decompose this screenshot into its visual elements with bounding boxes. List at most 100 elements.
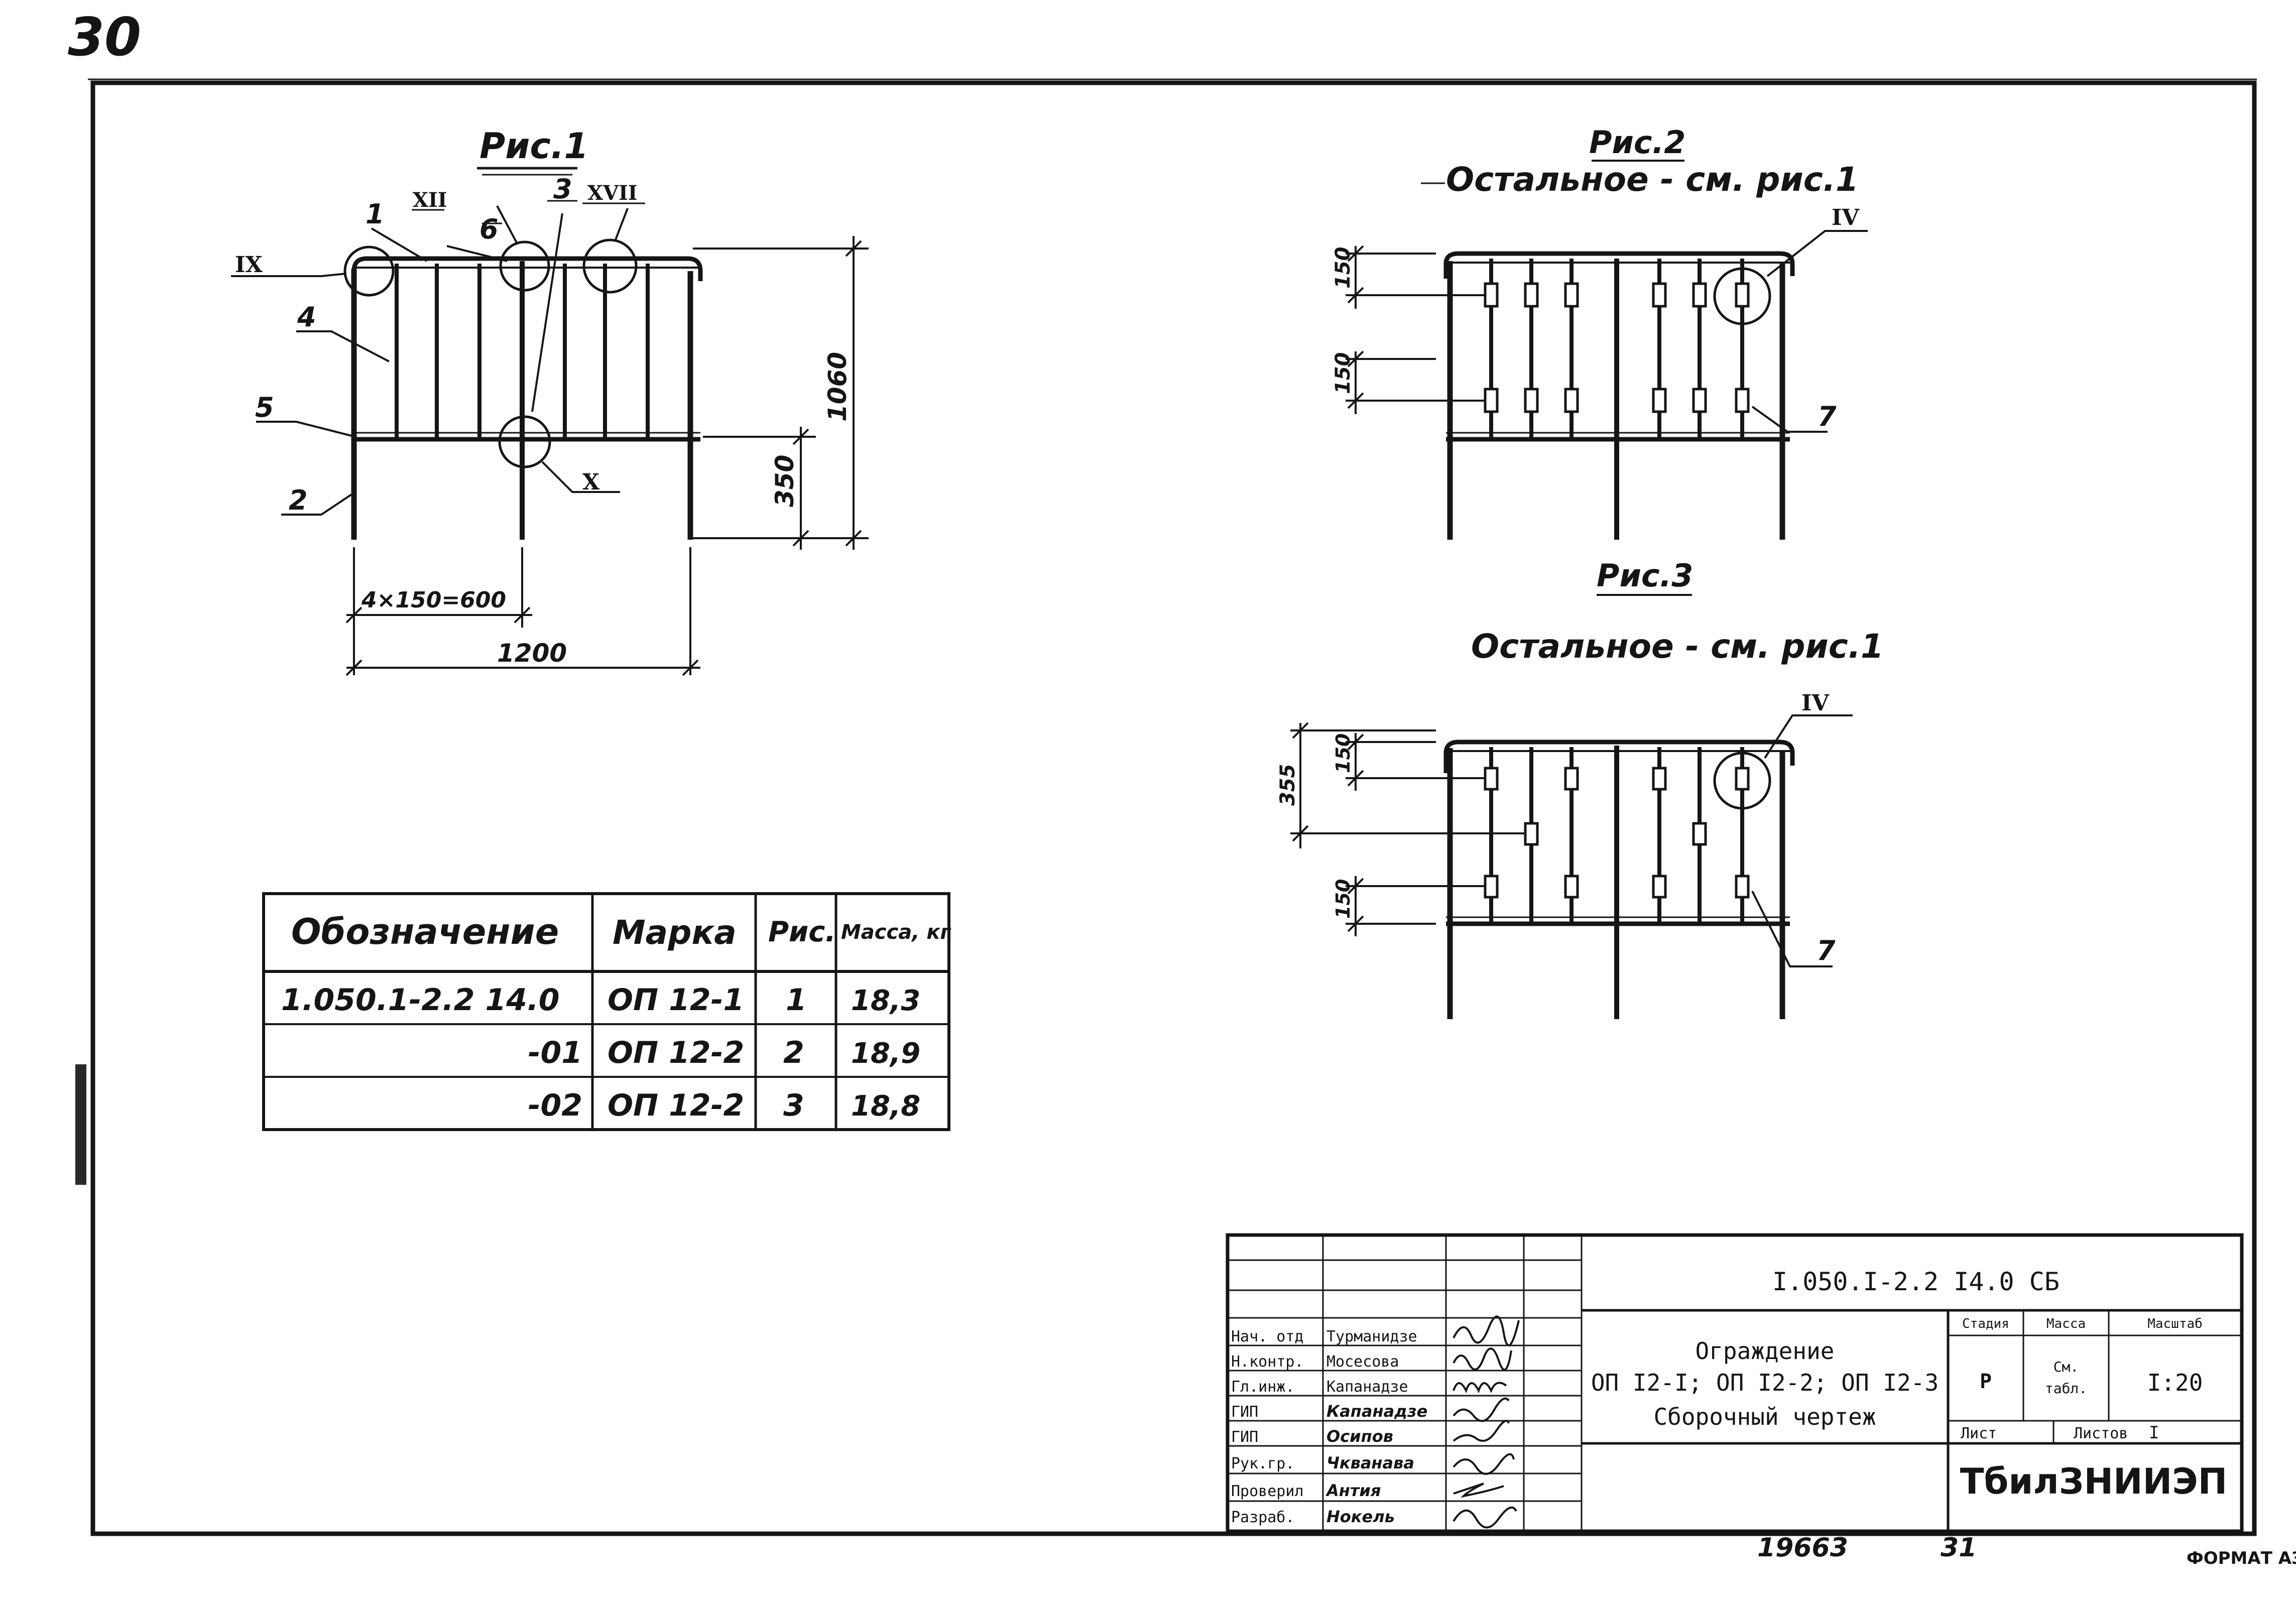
- fig2-label-iv: IV: [1832, 205, 1860, 230]
- title-block: I.050.I-2.2 I4.0 СБ Ограждение ОП I2-I; …: [1226, 1233, 2244, 1533]
- binding-strip: [75, 1064, 86, 1185]
- fig3-dim-bottom-text: 150: [1332, 879, 1354, 919]
- title-role-3: Гл.инж.: [1231, 1378, 1294, 1396]
- figure-1: Рис.1: [231, 126, 869, 676]
- title-sheets-value: I: [2149, 1423, 2159, 1443]
- fig2-handrail: [1443, 251, 1795, 279]
- fig1-dim-width: [345, 659, 700, 676]
- spec-header-mark: Марка: [613, 913, 737, 952]
- page-number: 30: [68, 7, 141, 68]
- spec-row-3-designation: -02: [528, 1088, 582, 1123]
- title-mass-line1: См.: [2053, 1359, 2079, 1375]
- fig1-label-4: 4: [297, 301, 316, 333]
- fig1-label-xii: XII: [413, 188, 447, 212]
- title-name-3: Капанадзе: [1326, 1378, 1408, 1396]
- fig2-connectors: [1484, 282, 1750, 413]
- spec-row-1-fig: 1: [786, 982, 807, 1018]
- fig2-dim-top-text: 150: [1332, 247, 1355, 289]
- title-doc-code: I.050.I-2.2 I4.0 СБ: [1772, 1267, 2060, 1296]
- title-sheets-label: Листов: [2074, 1425, 2128, 1442]
- title-stage: Р: [1980, 1370, 1992, 1393]
- title-role-6: Рук.гр.: [1231, 1455, 1294, 1472]
- fig2-label-7: 7: [1818, 401, 1837, 432]
- title-sheet-label: Лист: [1961, 1425, 1997, 1442]
- fig1-dim-lower-text: 350: [770, 455, 799, 507]
- title-name-line2: ОП I2-I; ОП I2-2; ОП I2-3: [1591, 1369, 1939, 1396]
- spec-header-mass: Масса, кг: [841, 921, 951, 944]
- spec-header-designation: Обозначение: [291, 911, 559, 952]
- fig1-dim-lower: [703, 427, 816, 550]
- fig2-title: Рис.2: [1589, 124, 1685, 161]
- fig3-label-7: 7: [1817, 935, 1836, 966]
- spec-row-1-designation: 1.050.1-2.2 14.0: [281, 982, 559, 1018]
- fig3-handrail: [1443, 740, 1795, 773]
- fig3-label-iv: IV: [1801, 690, 1830, 716]
- fig1-dim-height-text: 1060: [823, 352, 852, 422]
- fig1-label-xvii: XVII: [587, 181, 638, 205]
- fig1-label-6: 6: [479, 213, 499, 245]
- fig1-label-2: 2: [289, 484, 308, 516]
- spec-header-fig: Рис.: [768, 916, 836, 948]
- fig1-dim-spacing: [345, 547, 691, 675]
- format-label: ФОРМАТ АЗ: [2187, 1548, 2296, 1568]
- bottom-code: 19663: [1757, 1533, 1848, 1563]
- spec-row-1-mass: 18,3: [851, 985, 920, 1017]
- figure-3: Рис.3 Остальное - см. рис.1: [1276, 557, 1884, 1019]
- title-name-8: Нокель: [1326, 1507, 1395, 1526]
- spec-table: Обозначение Марка Рис. Масса, кг 1.050.1…: [262, 892, 951, 1131]
- title-role-4: ГИП: [1231, 1403, 1258, 1421]
- figure-2: Рис.2 Остальное - см. рис.1: [1332, 124, 1868, 540]
- title-name-line3: Сборочный чертеж: [1653, 1403, 1876, 1430]
- title-role-1: Нач. отд: [1231, 1328, 1304, 1345]
- title-role-8: Разраб.: [1231, 1509, 1294, 1526]
- title-scale: I:20: [2147, 1369, 2203, 1396]
- fig2-dims: [1346, 245, 1485, 414]
- fig1-dim-height: [693, 236, 869, 550]
- title-scale-header: Масштаб: [2147, 1316, 2203, 1331]
- title-role-2: Н.контр.: [1231, 1353, 1304, 1371]
- title-mass-header: Масса: [2046, 1316, 2086, 1331]
- title-name-1: Турманидзе: [1326, 1328, 1417, 1345]
- fig2-detail-circle: [1713, 267, 1771, 325]
- title-roles: Нач. отд Турманидзе Н.контр. Мосесова Гл…: [1231, 1328, 1427, 1526]
- bottom-sheet: 31: [1941, 1533, 1977, 1563]
- fig2-subtitle: Остальное - см. рис.1: [1446, 160, 1859, 199]
- fig1-title: Рис.1: [479, 126, 588, 167]
- fig1-label-x: X: [582, 469, 600, 495]
- fig1-dim-width-text: 1200: [497, 639, 567, 668]
- title-name-2: Мосесова: [1326, 1353, 1399, 1371]
- spec-row-2-mark: ОП 12-2: [608, 1035, 744, 1070]
- fig3-dim-top-text: 150: [1332, 733, 1354, 773]
- title-org: ТбилЗНИИЭП: [1960, 1461, 2227, 1502]
- fig3-dim-outer-text: 355: [1276, 764, 1299, 806]
- spec-row-1-mark: ОП 12-1: [608, 982, 744, 1018]
- title-mass-line2: табл.: [2045, 1380, 2087, 1397]
- title-name-6: Чкванава: [1326, 1453, 1414, 1472]
- spec-row-2-mass: 18,9: [851, 1037, 920, 1070]
- title-name-7: Антия: [1325, 1481, 1381, 1500]
- spec-row-3-mark: ОП 12-2: [608, 1088, 744, 1123]
- fig1-handrail: [351, 256, 703, 442]
- spec-row-2-designation: -01: [528, 1035, 582, 1070]
- spec-row-3-fig: 3: [783, 1088, 804, 1123]
- fig2-dim-bottom-text: 150: [1332, 352, 1355, 395]
- title-stage-header: Стадия: [1962, 1316, 2009, 1331]
- fig3-dims: [1290, 722, 1525, 936]
- title-name-line1: Ограждение: [1696, 1337, 1835, 1365]
- fig3-title: Рис.3: [1597, 557, 1693, 594]
- fig1-balusters: [395, 264, 650, 439]
- fig1-label-3: 3: [553, 173, 572, 205]
- title-name-5: Осипов: [1326, 1427, 1393, 1446]
- signature-scribbles: [1453, 1315, 1520, 1529]
- title-role-7: Проверил: [1231, 1483, 1304, 1500]
- drawing-frame: [90, 80, 2257, 1536]
- fig1-detail-circles: [343, 238, 638, 468]
- fig1-label-5: 5: [255, 392, 274, 423]
- fig1-label-ix: IX: [235, 252, 263, 278]
- spec-row-2-fig: 2: [783, 1035, 804, 1070]
- spec-row-3-mass: 18,8: [851, 1090, 920, 1123]
- title-role-5: ГИП: [1231, 1428, 1258, 1446]
- fig3-connectors: [1484, 767, 1750, 899]
- fig3-detail-circle: [1713, 752, 1771, 810]
